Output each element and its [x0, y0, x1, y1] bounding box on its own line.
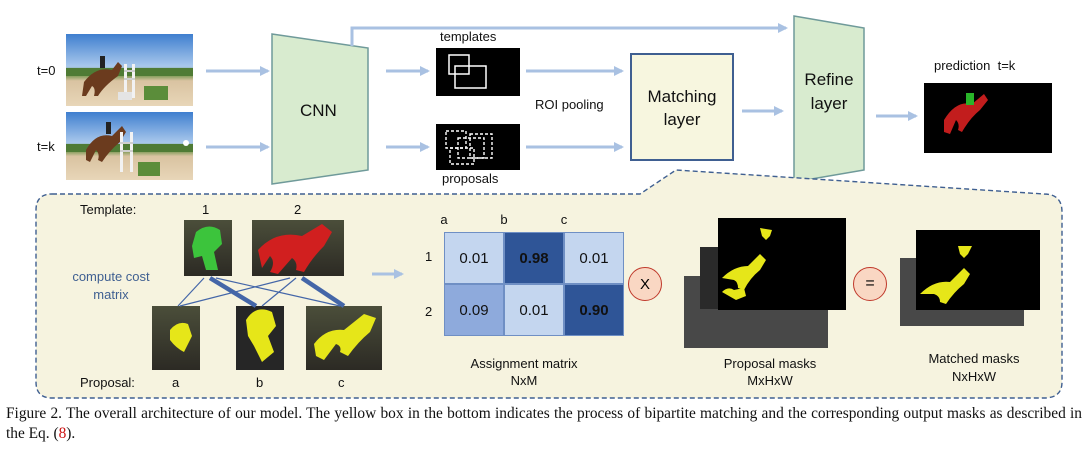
- figure-caption: Figure 2. The overall architecture of ou…: [6, 404, 1082, 444]
- refine-label-line2: layer: [810, 94, 848, 113]
- templates-feature-map: [436, 48, 520, 96]
- frame-tk-photo: [66, 112, 193, 180]
- frame-t0-label: t=0: [37, 63, 56, 78]
- matrix-row-1: 1: [425, 249, 433, 264]
- matrix-col-b: b: [500, 212, 508, 227]
- proposals-feature-map: [436, 124, 520, 170]
- proposal-masks-dims: MxHxW: [747, 373, 793, 388]
- template-row-label: Template:: [80, 202, 137, 217]
- assignment-matrix-title: Assignment matrix: [470, 356, 578, 371]
- frame-t0-photo: [66, 34, 193, 106]
- frame-tk-label: t=k: [37, 139, 55, 154]
- matrix-cell-2a: 0.09: [444, 284, 504, 336]
- matched-masks-title: Matched masks: [928, 351, 1020, 366]
- proposal-masks-stack: [684, 218, 846, 348]
- prediction-mask-image: [924, 83, 1052, 153]
- equation-reference-link[interactable]: 8: [58, 425, 67, 442]
- matched-masks-stack: [900, 230, 1040, 326]
- template-2-image: [252, 220, 344, 276]
- matrix-cell-1c: 0.01: [564, 232, 624, 284]
- template-1-image: [184, 220, 232, 276]
- compute-cost-label-line2: matrix: [93, 287, 129, 302]
- matrix-cell-2b: 0.01: [504, 284, 564, 336]
- multiply-symbol: X: [639, 275, 650, 293]
- compute-cost-label-line1: compute cost: [72, 269, 150, 284]
- proposal-c-id: c: [338, 375, 345, 390]
- cnn-label: CNN: [300, 101, 337, 120]
- proposal-a-id: a: [172, 375, 180, 390]
- cnn-block: [271, 33, 369, 185]
- refine-label-line1: Refine: [804, 70, 854, 89]
- matrix-cell-2c: 0.90: [564, 284, 624, 336]
- matching-label-line1: Matching: [647, 87, 717, 106]
- proposal-row-label: Proposal:: [80, 375, 135, 390]
- multiply-operator: X: [628, 267, 662, 301]
- proposals-label: proposals: [442, 171, 499, 186]
- templates-label: templates: [440, 29, 497, 44]
- matched-masks-dims: NxHxW: [951, 369, 997, 384]
- proposal-b-image: [236, 306, 284, 370]
- matrix-cell-1b: 0.98: [504, 232, 564, 284]
- matrix-col-c: c: [560, 212, 568, 227]
- proposal-b-id: b: [256, 375, 264, 390]
- architecture-diagram: [35, 15, 1063, 399]
- matching-label-line2: layer: [663, 110, 701, 129]
- caption-text-end: ).: [66, 425, 76, 442]
- cost-matrix-edges: [177, 276, 346, 308]
- matrix-col-a: a: [440, 212, 448, 227]
- refine-layer-block: [793, 15, 865, 183]
- equals-operator: =: [853, 267, 887, 301]
- proposal-a-image: [152, 306, 200, 370]
- roi-pooling-label: ROI pooling: [535, 97, 604, 112]
- equals-symbol: =: [865, 275, 875, 292]
- proposal-c-image: [306, 306, 382, 370]
- matching-layer-block: [630, 53, 734, 161]
- proposal-masks-title: Proposal masks: [723, 356, 817, 371]
- matrix-row-2: 2: [425, 304, 433, 319]
- template-2-id: 2: [294, 202, 302, 217]
- prediction-label: prediction t=k: [934, 58, 1016, 73]
- template-1-id: 1: [202, 202, 210, 217]
- matrix-cell-1a: 0.01: [444, 232, 504, 284]
- assignment-matrix-dims: NxM: [510, 373, 538, 388]
- caption-text: Figure 2. The overall architecture of ou…: [6, 405, 1082, 442]
